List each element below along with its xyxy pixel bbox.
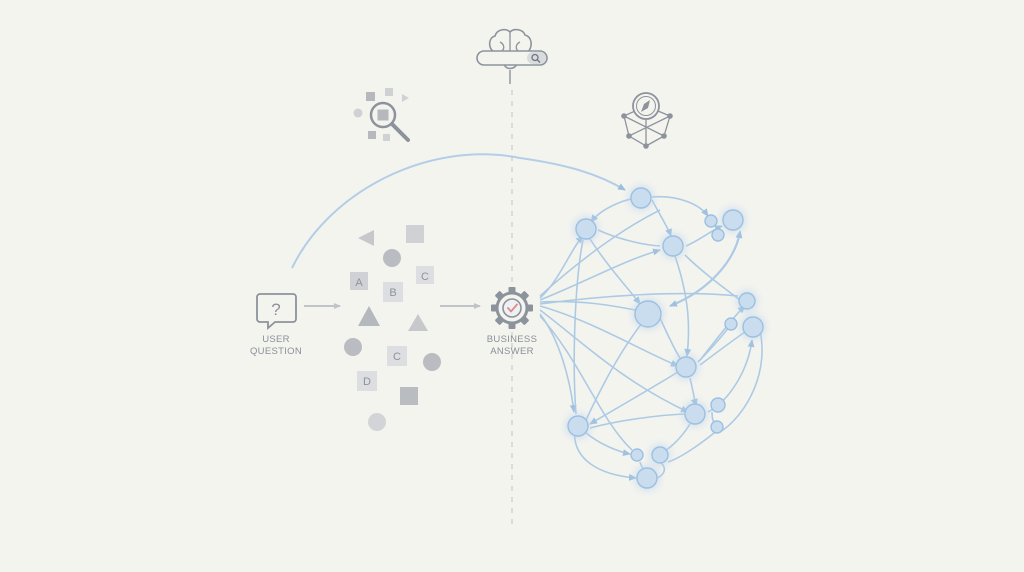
question-bubble-icon: ?	[256, 293, 297, 330]
network-node	[684, 403, 706, 425]
user-question-label-line1: USER	[262, 334, 290, 345]
network-node	[567, 415, 589, 437]
network-node	[711, 228, 725, 242]
letter-box-d	[357, 371, 377, 391]
triangle-left-shape	[358, 230, 374, 246]
network-node	[710, 420, 724, 434]
circle-shape-4	[368, 413, 386, 431]
network-node	[675, 356, 697, 378]
business-answer-label-line1: BUSINESS	[486, 334, 538, 345]
letter-d: D	[363, 376, 371, 388]
square-shape	[406, 225, 424, 243]
network-node	[630, 187, 652, 209]
user-question-label: USER QUESTION	[246, 334, 306, 358]
network-node	[636, 467, 658, 489]
business-answer-label: BUSINESS ANSWER	[478, 334, 546, 358]
triangle-shape-2	[408, 314, 428, 331]
network-node	[651, 446, 669, 464]
business-answer-label-line2: ANSWER	[490, 346, 534, 357]
network-node	[630, 448, 644, 462]
network-node	[575, 218, 597, 240]
letter-c-1: C	[421, 271, 429, 283]
compass-network-icon	[621, 92, 673, 149]
network-node	[662, 235, 684, 257]
letter-b: B	[389, 287, 396, 299]
network-node	[722, 209, 744, 231]
letter-box-b	[383, 282, 403, 302]
user-question-label-line2: QUESTION	[249, 346, 302, 357]
circle-shape-3	[423, 353, 441, 371]
arc-arrow	[291, 153, 626, 269]
network-node	[738, 292, 756, 310]
gear-check-icon	[491, 287, 533, 329]
network-node	[634, 300, 662, 328]
letter-box-c1	[416, 266, 434, 284]
network-node	[742, 316, 764, 338]
square-shape-2	[400, 387, 418, 405]
network-node	[704, 214, 718, 228]
letter-box-a	[350, 272, 368, 290]
circle-shape	[383, 249, 401, 267]
network-node	[724, 317, 738, 331]
brain-search-bar-icon	[476, 28, 548, 84]
svg-text:?: ?	[271, 300, 280, 319]
letter-box-c2	[387, 346, 407, 366]
letter-a: A	[355, 277, 363, 289]
network-node	[710, 397, 726, 413]
triangle-shape-1	[358, 306, 380, 326]
scattered-shapes: A C B C D	[344, 225, 441, 431]
circle-shape-2	[344, 338, 362, 356]
letter-c-2: C	[393, 351, 401, 363]
magnifier-shapes-icon	[353, 88, 410, 142]
network-nodes	[565, 185, 766, 491]
